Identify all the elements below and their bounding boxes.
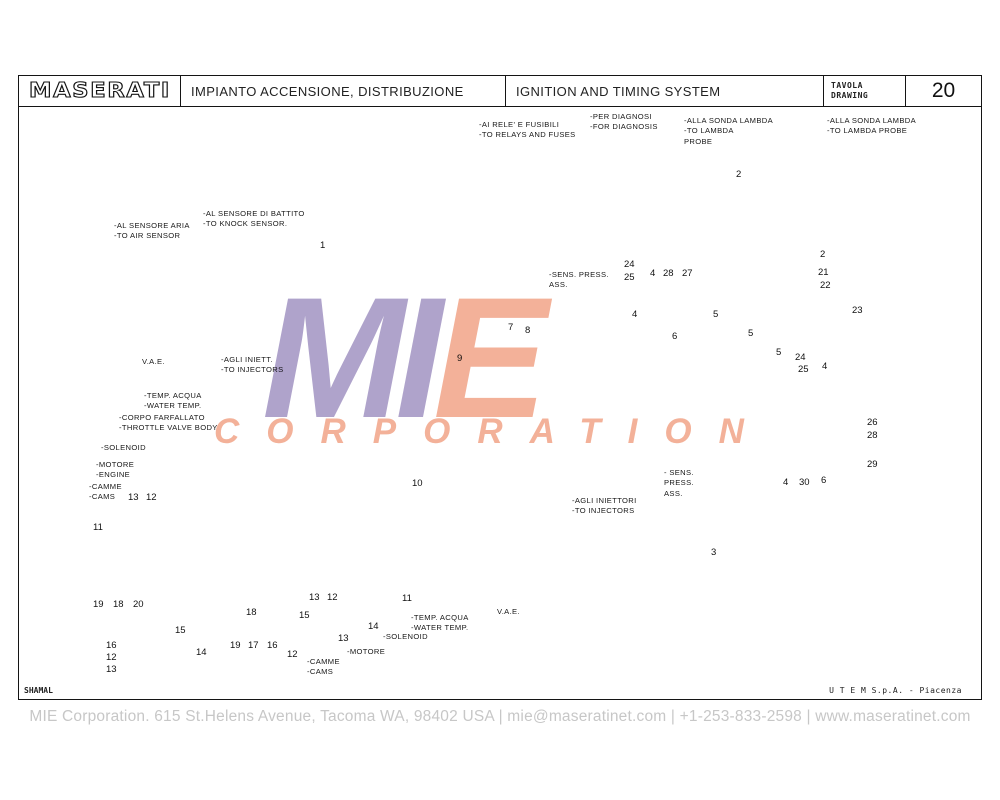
diagram-label: -AL SENSORE ARIA -TO AIR SENSOR xyxy=(114,221,190,241)
part-number-callout: 5 xyxy=(776,347,782,358)
logo-text: MASERATI xyxy=(29,78,171,102)
part-number-callout: 24 xyxy=(795,352,806,363)
part-number-callout: 14 xyxy=(368,621,379,632)
part-number-callout: 18 xyxy=(113,599,124,610)
diagram-label: -TEMP. ACQUA -WATER TEMP. xyxy=(144,391,202,411)
diagram-label: -AL SENSORE DI BATTITO -TO KNOCK SENSOR. xyxy=(203,209,305,229)
diagram-label: -MOTORE -ENGINE xyxy=(96,460,135,480)
part-number-callout: 6 xyxy=(672,331,678,342)
title-italian: IMPIANTO ACCENSIONE, DISTRIBUZIONE xyxy=(181,76,506,106)
part-number-callout: 15 xyxy=(175,625,186,636)
diagram-label: -SENS. PRESS. ASS. xyxy=(549,270,609,290)
part-number-callout: 20 xyxy=(133,599,144,610)
part-number-callout: 13 xyxy=(128,492,139,503)
diagram-label: -AGLI INIETTORI -TO INJECTORS xyxy=(572,496,637,516)
part-number-callout: 11 xyxy=(402,593,412,604)
part-number-callout: 4 xyxy=(783,477,789,488)
part-number-callout: 2 xyxy=(820,249,826,260)
part-number-callout: 23 xyxy=(852,305,863,316)
part-number-callout: 18 xyxy=(246,607,257,618)
part-number-callout: 12 xyxy=(327,592,338,603)
diagram-label: -AGLI INIETT. -TO INJECTORS xyxy=(221,355,284,375)
diagram-label: -ALLA SONDA LAMBDA -TO LAMBDA PROBE xyxy=(684,116,774,146)
publisher-name: U T E M S.p.A. - Piacenza xyxy=(829,686,962,695)
part-number-callout: 12 xyxy=(106,652,117,663)
part-number-callout: 1 xyxy=(320,240,326,251)
title-block: MASERATI IMPIANTO ACCENSIONE, DISTRIBUZI… xyxy=(19,76,981,107)
part-number-callout: 8 xyxy=(525,325,531,336)
part-number-callout: 4 xyxy=(650,268,656,279)
part-number-callout: 30 xyxy=(799,477,810,488)
diagram-label: -AI RELE' E FUSIBILI -TO RELAYS AND FUSE… xyxy=(479,120,576,140)
part-number-callout: 16 xyxy=(106,640,117,651)
part-number-callout: 12 xyxy=(146,492,157,503)
part-number-callout: 13 xyxy=(106,664,117,675)
diagram-label: -PER DIAGNOSI -FOR DIAGNOSIS xyxy=(590,112,658,132)
part-number-callout: 29 xyxy=(867,459,878,470)
diagram-label: -ALLA SONDA LAMBDA -TO LAMBDA PROBE xyxy=(827,116,917,136)
tavola-cell: TAVOLA DRAWING xyxy=(824,76,906,106)
part-number-callout: 15 xyxy=(299,610,310,621)
diagram-label: -CAMME -CAMS xyxy=(89,482,122,502)
diagram-label: -MOTORE xyxy=(347,647,386,656)
part-number-callout: 13 xyxy=(309,592,320,603)
part-number-callout: 19 xyxy=(230,640,241,651)
diagram-label: V.A.E. xyxy=(142,357,165,366)
part-number-callout: 25 xyxy=(798,364,809,375)
drawing-number: 20 xyxy=(931,79,956,102)
part-number-callout: 26 xyxy=(867,417,878,428)
drawing-frame: MASERATI IMPIANTO ACCENSIONE, DISTRIBUZI… xyxy=(18,75,982,700)
part-number-callout: 13 xyxy=(338,633,349,644)
diagram-label: -SOLENOID xyxy=(101,443,146,452)
part-number-callout: 22 xyxy=(820,280,831,291)
diagram-label: -CAMME -CAMS xyxy=(307,657,340,677)
part-number-callout: 24 xyxy=(624,259,635,270)
part-number-callout: 6 xyxy=(821,475,827,486)
model-name: SHAMAL xyxy=(24,686,53,695)
title-english: IGNITION AND TIMING SYSTEM xyxy=(506,76,824,106)
maserati-logo: MASERATI xyxy=(19,76,181,106)
part-number-callout: 10 xyxy=(412,478,423,489)
part-number-callout: 4 xyxy=(822,361,828,372)
part-number-callout: 5 xyxy=(748,328,754,339)
part-number-callout: 9 xyxy=(457,353,463,364)
part-number-callout: 7 xyxy=(508,322,514,333)
part-number-callout: 16 xyxy=(267,640,278,651)
part-number-callout: 11 xyxy=(93,522,103,533)
diagram-label: - SENS. PRESS. ASS. xyxy=(664,468,694,498)
part-number-callout: 14 xyxy=(196,647,207,658)
tavola-label: TAVOLA xyxy=(831,80,863,90)
part-number-callout: 4 xyxy=(632,309,638,320)
part-number-callout: 28 xyxy=(663,268,674,279)
part-number-callout: 2 xyxy=(736,169,742,180)
drawing-label: DRAWING xyxy=(831,91,869,100)
part-number-callout: 28 xyxy=(867,430,878,441)
site-contact-line: MIE Corporation. 615 St.Helens Avenue, T… xyxy=(29,708,971,725)
diagram-label: -SOLENOID xyxy=(383,632,428,641)
part-number-callout: 27 xyxy=(682,268,693,279)
diagram-label: V.A.E. xyxy=(497,607,520,616)
part-number-callout: 19 xyxy=(93,599,104,610)
part-number-callout: 17 xyxy=(248,640,259,651)
part-number-callout: 3 xyxy=(711,547,717,558)
diagram-label: -CORPO FARFALLATO -THROTTLE VALVE BODY xyxy=(119,413,218,433)
part-number-callout: 25 xyxy=(624,272,635,283)
part-number-callout: 12 xyxy=(287,649,298,660)
part-number-callout: 21 xyxy=(818,267,829,278)
diagram-label: -TEMP. ACQUA -WATER TEMP. xyxy=(411,613,469,633)
part-number-callout: 5 xyxy=(713,309,719,320)
